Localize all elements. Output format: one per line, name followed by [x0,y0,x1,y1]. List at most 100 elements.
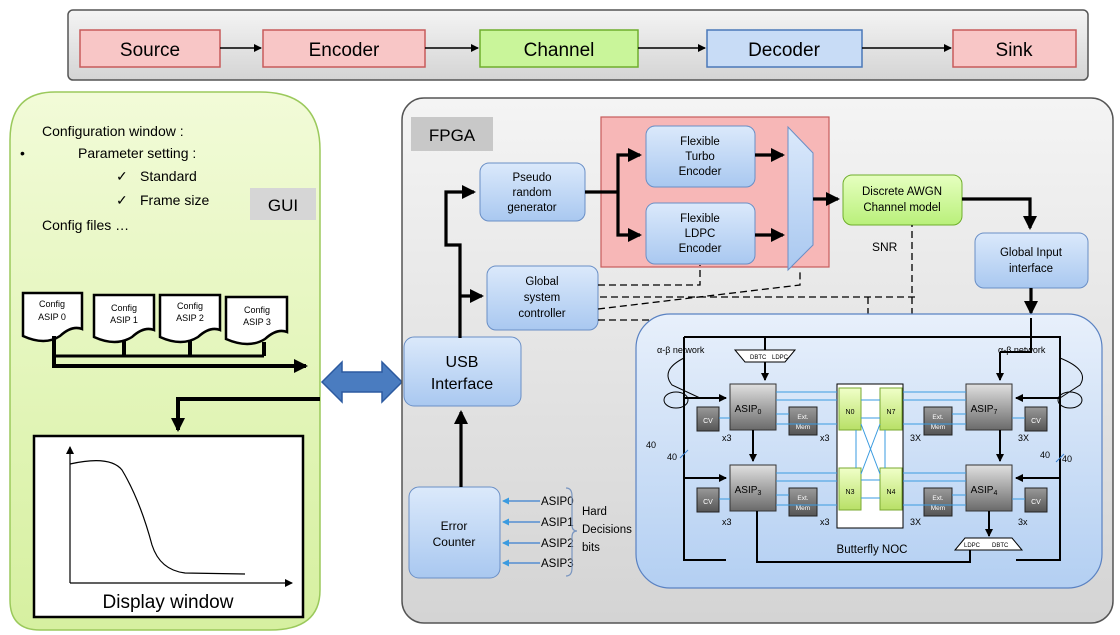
channel-box [479,29,639,68]
mem-label: Mem [796,505,810,512]
document-icon [21,291,84,343]
alpha-beta-left-bus [683,337,726,561]
cv-label: CV [703,499,713,506]
source-box [79,29,221,68]
check-icon: ✓ [116,192,128,208]
ext-label: Ext. [932,414,943,421]
mult-label: 3x [1018,517,1028,527]
turbo-label-2: Turbo [685,151,715,163]
asip7-label: ASIP7 [971,404,998,416]
mult-label: 3X [1018,433,1029,443]
butterfly-label: Butterfly NOC [837,544,908,556]
snr-label: SNR [872,240,898,254]
turbo-label-1: Flexible [680,136,720,148]
error-counter-box [408,486,501,579]
node-n0-label: N0 [846,409,855,416]
document-icon [92,293,156,344]
mult-label: x3 [722,433,732,443]
alpha-beta-loop-right-ring [1057,391,1083,409]
ctrl-to-encoder [598,265,701,286]
asip7-box [965,383,1013,431]
asip7-sub: 7 [993,409,997,416]
asip4-sub: 4 [993,490,997,497]
prng-label-2: random [513,187,552,199]
alpha-beta-loop-right [1059,357,1083,399]
asip7-name: ASIP [971,404,994,415]
asip4-name: ASIP [971,485,994,496]
usb-link-arrow [320,360,404,404]
mult-label: 3X [910,517,921,527]
node-n7 [879,387,903,431]
channel-label: Channel [524,40,595,61]
ext-label: Ext. [797,414,808,421]
fpga-label: FPGA [429,126,476,145]
global-input-box [974,232,1089,289]
prng-label-3: generator [507,202,556,214]
arrow-to-ldpc [616,192,642,242]
cv-box-4 [1024,487,1048,513]
mem-label: Mem [796,424,810,431]
noc-top-bus [684,336,1061,561]
decoder-box [706,29,863,68]
config-bus [52,356,308,373]
mux-bottom [953,537,1024,551]
encoder-mux [787,125,814,272]
fpga-badge [411,117,493,151]
ext-mem-7 [923,406,953,436]
awgn-label-2: Channel model [863,202,940,214]
cv-box-0 [696,406,720,432]
awgn-channel-box [842,174,963,226]
global-controller-box [486,265,599,331]
cv-label: CV [703,418,713,425]
sink-label: Sink [996,40,1033,61]
ldpc-label-1: Flexible [680,213,720,225]
hard-label-3: bits [582,542,600,554]
config-word: Config [39,299,65,309]
bus-width-label: 40 [646,440,656,450]
check-icon: ✓ [116,168,128,184]
mem-label: Mem [931,505,945,512]
mux-bottom-ldpc: LDPC [964,543,981,549]
gui-badge [250,188,316,220]
asip0-label: ASIP0 [735,404,762,416]
alpha-beta-loop-left [667,357,701,399]
pipeline: Source Encoder Channel Decoder Sink [67,9,1089,81]
ber-curve [69,460,246,575]
display-window [32,434,305,619]
mux-top-dbtc: DBTC [750,355,767,361]
source-label: Source [120,40,180,61]
config-word: Config [177,301,203,311]
err-asip3: ASIP3 [541,558,574,570]
asip3-label: ASIP3 [735,485,762,497]
mult-label: x3 [820,433,830,443]
mem-label: Mem [931,424,945,431]
hard-decisions-brace [565,487,578,577]
node-n7-label: N7 [887,409,896,416]
config-file-asip3: Config ASIP 3 [224,295,289,346]
cv-box-3 [696,487,720,513]
ldpc-label-3: Encoder [679,243,722,255]
err-asip2: ASIP2 [541,538,574,550]
asip0-sub: 0 [757,409,761,416]
alpha-beta-right: α-β network [998,345,1046,355]
asip3-sub: 3 [757,490,761,497]
node-n4-label: N4 [887,489,896,496]
mux-top-ldpc: LDPC [772,355,789,361]
gui-badge-label: GUI [268,196,298,215]
bus-width-label: 40 [1040,450,1050,460]
gui-param-setting: Parameter setting : [78,145,196,161]
node-n3 [838,467,862,511]
hard-label-2: Decisions [582,524,632,536]
config-asip1: ASIP 1 [110,315,138,325]
noc-decoder: N0 N7 N3 N4 Butterfly NOC DBTC LDPC LDPC… [635,313,1103,589]
mult-label: x3 [820,517,830,527]
asip0-box [729,383,777,431]
prng-label-1: Pseudo [512,172,551,184]
document-icon [158,293,222,344]
mux-top [733,349,797,363]
asip4-label: ASIP4 [971,485,998,497]
config-file-asip2: Config ASIP 2 [158,293,222,344]
arrow-awgn-gin [962,197,1037,230]
config-word: Config [111,303,137,313]
